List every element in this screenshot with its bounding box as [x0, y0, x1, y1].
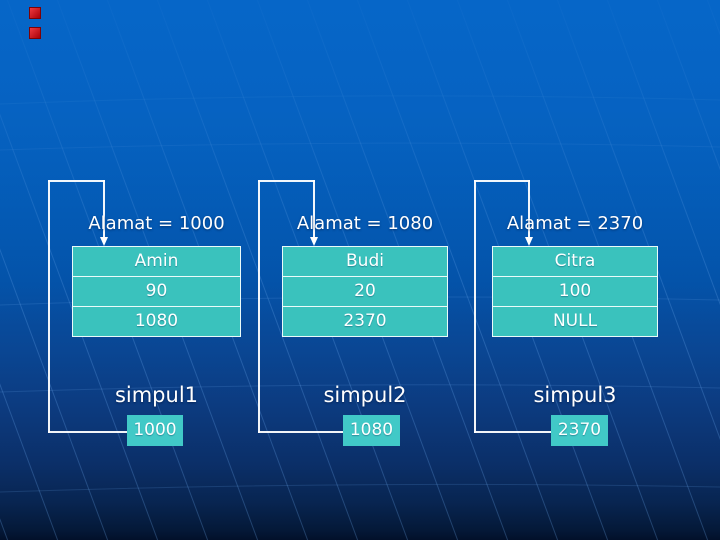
pointer-loop-line	[258, 180, 315, 182]
node-field-value: 100	[493, 277, 657, 307]
node-field-name: Budi	[283, 247, 447, 277]
node-table: Budi 20 2370	[282, 246, 448, 337]
pointer-arrow-line	[103, 180, 105, 238]
node-address-label: Alamat = 1080	[296, 213, 434, 234]
pointer-arrow-line	[528, 180, 530, 238]
node-field-name: Citra	[493, 247, 657, 277]
pointer-variable-label: simpul1	[114, 383, 199, 407]
pointer-loop-line	[48, 431, 127, 433]
node-field-value: 20	[283, 277, 447, 307]
node-table: Citra 100 NULL	[492, 246, 658, 337]
pointer-loop-line	[474, 180, 530, 182]
pointer-loop-line	[258, 431, 343, 433]
node-address-label: Alamat = 1000	[88, 213, 225, 234]
bullet-square-icon	[29, 27, 41, 39]
pointer-loop-line	[474, 431, 551, 433]
arrow-down-icon	[100, 237, 108, 246]
pointer-loop-line	[474, 180, 476, 433]
node-address-label: Alamat = 2370	[506, 213, 644, 234]
bullet-square-icon	[29, 7, 41, 19]
pointer-value-box: 2370	[551, 415, 608, 446]
pointer-loop-line	[48, 180, 50, 433]
pointer-value-box: 1000	[127, 415, 183, 446]
pointer-variable-label: simpul3	[533, 383, 617, 407]
pointer-arrow-line	[313, 180, 315, 238]
arrow-down-icon	[310, 237, 318, 246]
pointer-value-box: 1080	[343, 415, 400, 446]
node-field-value: 90	[73, 277, 240, 307]
pointer-loop-line	[258, 180, 260, 433]
arrow-down-icon	[525, 237, 533, 246]
node-field-next: NULL	[552, 311, 598, 331]
pointer-loop-line	[48, 180, 105, 182]
node-field-next: 2370	[343, 311, 387, 331]
pointer-variable-label: simpul2	[323, 383, 407, 407]
node-field-name: Amin	[73, 247, 240, 277]
node-field-next: 1080	[134, 311, 179, 331]
node-table: Amin 90 1080	[72, 246, 241, 337]
